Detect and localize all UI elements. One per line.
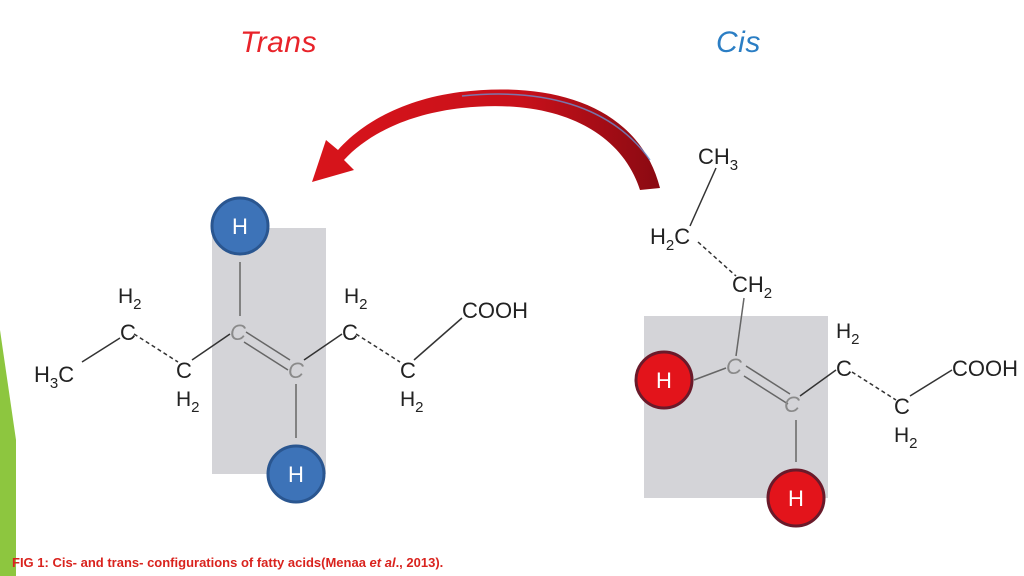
trans-h2-label-4: H2 <box>400 388 424 416</box>
trans-molecule: H3C H2 C C H2 C C H2 C C H2 COOH H H <box>34 196 528 504</box>
trans-c-label-4: C <box>288 358 304 383</box>
trans-hydrogen-top: H <box>210 196 270 256</box>
cis-c-label-4: C <box>894 394 910 419</box>
cis-c-label-3: C <box>836 356 852 381</box>
cis-title: Cis <box>716 26 761 59</box>
trans-h-label-bottom: H <box>288 462 304 487</box>
trans-highlight-box <box>212 228 326 474</box>
trans-h-label-top: H <box>232 214 248 239</box>
caption-prefix: FIG 1: Cis- and trans- configurations of… <box>12 555 370 570</box>
green-side-bar <box>0 330 16 576</box>
cis-cooh-label: COOH <box>952 356 1018 381</box>
cis-molecule: CH3 H2C CH2 C C H2 C C H2 COOH H H <box>634 144 1018 528</box>
trans-c-label-5: C <box>342 320 358 345</box>
trans-h2-label-2: H2 <box>176 388 200 416</box>
cis-hydrogen-bottom: H <box>766 468 826 528</box>
trans-h2-label-1: H2 <box>118 285 142 313</box>
figure-caption: FIG 1: Cis- and trans- configurations of… <box>12 555 443 570</box>
cis-h-label-bottom: H <box>788 486 804 511</box>
cis-h2c-label: H2C <box>650 224 690 254</box>
trans-c-label-1: C <box>120 320 136 345</box>
cis-h-label-left: H <box>656 368 672 393</box>
trans-h2-label-3: H2 <box>344 285 368 313</box>
trans-hydrogen-bottom: H <box>266 444 326 504</box>
trans-h3c-label: H3C <box>34 362 74 392</box>
cis-hydrogen-left: H <box>634 350 694 410</box>
caption-italic: et al <box>369 555 396 570</box>
trans-c-label-2: C <box>176 358 192 383</box>
caption-suffix: ., 2013). <box>395 555 444 570</box>
trans-c-label-6: C <box>400 358 416 383</box>
cis-h2-label-1: H2 <box>836 320 860 348</box>
cis-ch2-label: CH2 <box>732 272 772 302</box>
trans-c-label-3: C <box>230 320 246 345</box>
cis-h2-label-2: H2 <box>894 424 918 452</box>
cis-ch3-label: CH3 <box>698 144 738 174</box>
trans-title: Trans <box>240 26 317 59</box>
cis-c-label-1: C <box>726 354 742 379</box>
cis-c-label-2: C <box>784 392 800 417</box>
conversion-arrow <box>312 89 660 190</box>
trans-cooh-label: COOH <box>462 298 528 323</box>
